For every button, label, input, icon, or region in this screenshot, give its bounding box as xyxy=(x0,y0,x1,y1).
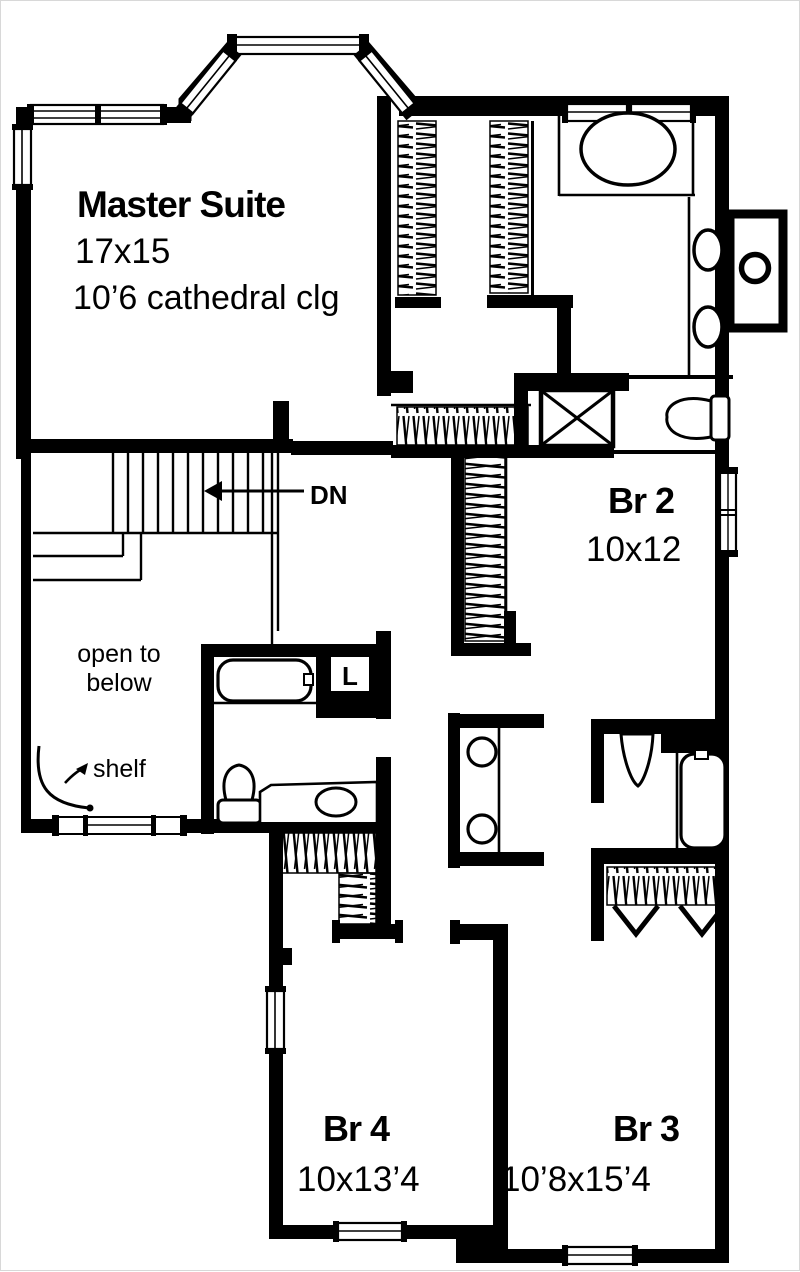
hall-closet-rod xyxy=(396,406,529,446)
master-vanity-sinks-icon xyxy=(692,228,724,349)
br4-br3-divider-wall xyxy=(493,924,508,1263)
closet-divider-line xyxy=(531,121,534,297)
window-bay-right xyxy=(353,43,421,121)
br2-closet-jamb xyxy=(504,611,516,645)
window-br2 xyxy=(717,467,738,557)
stairs-dn-label: DN xyxy=(310,480,348,510)
master-bottom-wall-2 xyxy=(291,441,393,455)
walls xyxy=(16,38,733,1263)
hallbath-toilet-icon xyxy=(216,763,263,825)
vanity2-bottom-stub xyxy=(448,852,544,866)
open-below-line2: below xyxy=(86,669,152,697)
master-closet-rod-b xyxy=(489,120,529,294)
br2-closet-rod xyxy=(464,455,506,642)
master-bottom-wall xyxy=(23,439,293,453)
hall-south-flare xyxy=(450,920,460,944)
closet-cap-a xyxy=(395,297,441,308)
shower-icon xyxy=(538,387,616,449)
br2-name: Br 2 xyxy=(608,480,674,521)
master-suite-dims: 17x15 xyxy=(75,232,170,271)
br4-dims: 10x13’4 xyxy=(297,1160,420,1199)
window-br3-bottom xyxy=(562,1245,638,1266)
bath3-left-wall xyxy=(591,719,604,803)
window-openbelow-south xyxy=(52,815,187,836)
open-below-line1: open to xyxy=(77,640,160,668)
master-bath-west-wall xyxy=(557,306,571,390)
master-suite-ceiling: 10’6 cathedral clg xyxy=(73,279,340,317)
br4-closet-rod-a xyxy=(281,832,377,874)
master-closet-rod-a xyxy=(397,120,437,296)
window-br4-left xyxy=(265,986,286,1054)
br2-closet-bottom-wall xyxy=(451,643,531,656)
br2-dims: 10x12 xyxy=(586,530,681,569)
br3-closet-left-wall xyxy=(591,864,604,941)
dn-arrow xyxy=(204,481,304,501)
br3-dims: 10’8x15’4 xyxy=(501,1160,651,1199)
linen-closet xyxy=(331,657,369,691)
vanity2-top-stub xyxy=(448,714,544,728)
bottom-jog-wall xyxy=(456,1225,501,1263)
hallbath-tub-icon xyxy=(216,658,314,703)
master-suite-name: Master Suite xyxy=(77,184,285,225)
master-toilet-icon xyxy=(665,394,731,442)
br4-closet-stub-flare-l xyxy=(332,920,340,943)
master-garden-tub-icon xyxy=(579,111,677,187)
linen-jamb-right xyxy=(369,657,379,693)
plant-shelf-box-icon xyxy=(725,209,788,333)
window-master-left xyxy=(12,124,33,190)
hallbath-vanity-icon xyxy=(258,780,379,822)
window-br4-bottom xyxy=(333,1221,407,1242)
bath3-bottom-wall xyxy=(591,848,729,864)
br3-closet-rod xyxy=(606,866,726,906)
hallbath-right-wall-b xyxy=(376,757,391,929)
stair-railing xyxy=(33,453,280,644)
window-bay-top xyxy=(227,34,369,56)
shelf-pointer xyxy=(36,745,94,812)
shelf-label: shelf xyxy=(93,755,146,783)
hall-door-jamb-right xyxy=(514,373,629,391)
br4-closet-stub-flare-r xyxy=(395,920,403,943)
closet-hatching xyxy=(281,120,726,925)
bath3-chase-block xyxy=(661,719,729,753)
window-master-top xyxy=(27,103,167,126)
br3-name: Br 3 xyxy=(613,1108,679,1149)
br4-door-jamb xyxy=(280,948,292,965)
linen-label: L xyxy=(342,661,358,691)
br4-closet-rod-b xyxy=(338,872,377,925)
br2-closet-left-wall xyxy=(451,449,464,656)
hallbath-left-wall xyxy=(201,644,214,834)
exterior-wall-left-upper xyxy=(16,107,31,459)
vanity-counter-edge xyxy=(629,375,733,379)
br4-closet-stub xyxy=(334,924,403,939)
hallbath-top-wall xyxy=(201,644,391,657)
exterior-wall-right xyxy=(715,96,729,1263)
closet-cap-b xyxy=(487,295,573,308)
master-right-wall xyxy=(377,96,391,396)
br4-name: Br 4 xyxy=(323,1108,390,1149)
exterior-wall-left-lower xyxy=(21,456,31,833)
hallbath-right-wall-a xyxy=(376,631,391,719)
bath3-toilet-icon xyxy=(619,732,655,788)
wall-below-toilet xyxy=(614,450,715,454)
window-bay-left xyxy=(174,43,242,121)
staircase xyxy=(111,453,265,533)
bath3-tub-icon xyxy=(679,749,727,850)
br3-closet-bifold-doors-icon xyxy=(612,904,726,939)
windows xyxy=(12,34,738,1266)
hall-door-jamb-left xyxy=(377,371,413,393)
linen-jamb-left xyxy=(316,657,331,693)
shared-vanity-sinks-icon xyxy=(466,736,498,845)
vanity2-left-wall xyxy=(448,713,460,868)
master-wall-stub xyxy=(273,401,289,441)
labels: Master Suite 17x15 10’6 cathedral clg DN… xyxy=(73,184,681,1199)
